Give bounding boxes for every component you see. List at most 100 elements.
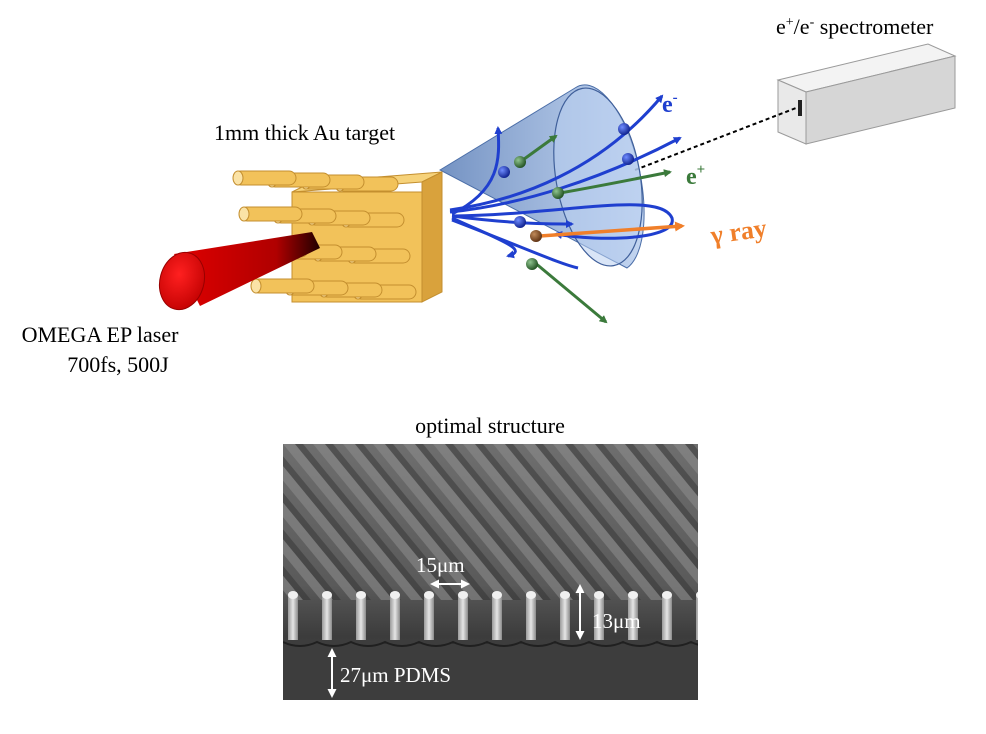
sem-row-highlight xyxy=(103,444,243,600)
sem-row-shadow xyxy=(115,444,251,600)
electron-tracks xyxy=(449,94,682,270)
electron-label: e- xyxy=(662,90,678,118)
spectrometer-icon xyxy=(776,43,957,145)
sem-pillar-top xyxy=(390,591,400,599)
sem-row-highlight xyxy=(673,444,698,475)
sem-row-highlight xyxy=(733,444,873,600)
sem-row-highlight xyxy=(463,444,603,600)
sem-row-highlight xyxy=(553,444,693,600)
sem-pillar xyxy=(356,594,366,642)
pitch-label: 15μm xyxy=(416,553,465,577)
sem-pillar xyxy=(662,594,672,642)
sem-row-highlight xyxy=(313,444,453,600)
pdms-label: 27μm PDMS xyxy=(340,663,451,687)
sem-row-highlight xyxy=(973,444,986,600)
sem-pillar-top xyxy=(526,591,536,599)
sem-row-shadow xyxy=(385,444,521,600)
sem-row-shadow xyxy=(745,444,881,600)
gold-pillar-end xyxy=(238,206,250,222)
sem-row-shadow xyxy=(655,444,698,497)
sem-row-highlight xyxy=(433,444,573,600)
sem-pillar xyxy=(288,594,298,642)
sem-title: optimal structure xyxy=(415,413,565,438)
gold-pillar-end xyxy=(250,278,262,294)
gamma-label: γ ray xyxy=(708,213,769,250)
sem-row-highlight xyxy=(703,444,843,600)
pdms-layer xyxy=(283,640,698,700)
sem-row-highlight xyxy=(793,444,933,600)
sem-row-shadow xyxy=(535,444,671,600)
sem-row-highlight xyxy=(583,444,698,585)
sem-row-shadow xyxy=(775,444,911,600)
sem-pillar xyxy=(560,594,570,642)
sem-pillar-top xyxy=(492,591,502,599)
spectrometer-slit xyxy=(798,100,802,116)
sem-row-shadow xyxy=(295,444,431,600)
sem-pillar-top xyxy=(696,591,698,599)
sem-pillar xyxy=(390,594,400,642)
sem-pillar xyxy=(458,594,468,642)
positron-tracks xyxy=(519,134,672,324)
particle-cone xyxy=(438,84,645,269)
sem-pillar-top xyxy=(594,591,604,599)
sem-pillar-top xyxy=(628,591,638,599)
sem-row-highlight xyxy=(763,444,903,600)
sem-pillar xyxy=(424,594,434,642)
sem-pillar-top xyxy=(356,591,366,599)
sem-row-shadow xyxy=(565,444,698,600)
sem-row-highlight xyxy=(823,444,963,600)
sem-row-highlight xyxy=(643,444,698,512)
sem-row-shadow xyxy=(283,565,311,600)
sem-row-highlight xyxy=(853,444,986,600)
sem-pillar-top xyxy=(560,591,570,599)
sem-row-shadow xyxy=(283,529,341,600)
sem-row-shadow xyxy=(145,444,281,600)
sem-row-shadow xyxy=(355,444,491,600)
sem-row-shadow xyxy=(835,444,971,600)
sem-pillar xyxy=(730,594,740,642)
positron-label: e+ xyxy=(686,162,705,190)
sem-micrograph xyxy=(103,444,986,700)
target-label: 1mm thick Au target xyxy=(214,120,395,145)
sem-row-highlight xyxy=(283,575,303,600)
gold-pillar-end xyxy=(232,170,244,186)
sem-row-highlight xyxy=(133,444,273,600)
sem-row-shadow xyxy=(955,444,986,600)
sem-pillar xyxy=(696,594,698,642)
sem-pillar-top xyxy=(730,591,740,599)
sem-row-shadow xyxy=(685,444,698,460)
sem-row-shadow xyxy=(283,456,401,600)
sem-row-shadow xyxy=(865,444,986,600)
sem-row-shadow xyxy=(715,444,851,600)
gamma-ray-track xyxy=(539,221,685,238)
particle-balls xyxy=(498,123,634,270)
sem-pillar-top xyxy=(322,591,332,599)
sem-pillar xyxy=(628,594,638,642)
line-of-sight-dashed xyxy=(634,107,797,171)
sem-row-shadow xyxy=(283,492,371,600)
sem-row-highlight xyxy=(373,444,513,600)
sem-row-shadow xyxy=(925,444,986,600)
laser-beam-icon xyxy=(158,232,320,311)
sem-row-shadow xyxy=(445,444,581,600)
sem-pillar-top xyxy=(662,591,672,599)
sem-row-highlight xyxy=(283,539,333,600)
sem-pillar-top xyxy=(424,591,434,599)
sem-row-highlight xyxy=(913,444,986,600)
height-label: 13μm xyxy=(592,609,641,633)
sem-row-highlight xyxy=(943,444,986,600)
sem-pillar xyxy=(526,594,536,642)
sem-pillar xyxy=(492,594,502,642)
sem-pillar xyxy=(594,594,604,642)
sem-row-shadow xyxy=(595,444,698,570)
sem-row-highlight xyxy=(523,444,663,600)
laser-label-line2: 700fs, 500J xyxy=(67,352,169,377)
sem-row-shadow xyxy=(505,444,641,600)
laser-label-line1: OMEGA EP laser xyxy=(22,322,180,347)
sem-row-highlight xyxy=(283,444,423,600)
sem-row-highlight xyxy=(493,444,633,600)
sem-row-shadow xyxy=(895,444,986,600)
spectrometer-label: e+/e- spectrometer xyxy=(776,14,934,39)
